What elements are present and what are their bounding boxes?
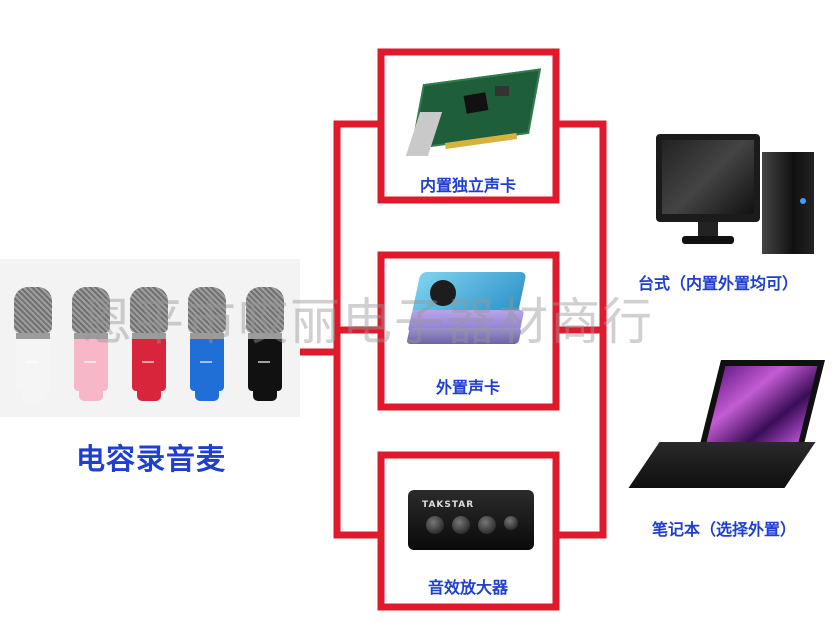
mic-body [132, 339, 166, 391]
microphone-panel [0, 259, 300, 417]
external-card-label: 外置声卡 [435, 378, 500, 397]
mic-body [190, 339, 224, 391]
internal-card-label: 内置独立声卡 [419, 176, 516, 195]
amplifier-label: 音效放大器 [427, 578, 508, 597]
amplifier-icon: TAKSTAR [408, 490, 534, 550]
desktop-computer-icon [652, 132, 822, 258]
desktop-label: 台式（内置外置均可） [638, 274, 799, 293]
microphone-label: 电容录音麦 [76, 442, 227, 476]
internal-card-box [377, 48, 560, 204]
connection-lines [300, 48, 607, 611]
mic-body [248, 339, 282, 391]
pci-sound-card-icon [405, 68, 542, 160]
amplifier-brand-text: TAKSTAR [422, 500, 475, 510]
external-card-box [377, 251, 560, 411]
amplifier-box [377, 451, 560, 611]
mic-body [16, 339, 50, 391]
mic-body [74, 339, 108, 391]
watermark-text: 恩平市哎丽电子器材商行 [82, 293, 654, 351]
external-sound-card-icon [400, 270, 540, 350]
laptop-icon [628, 358, 825, 496]
laptop-label: 笔记本（选择外置） [652, 520, 797, 539]
